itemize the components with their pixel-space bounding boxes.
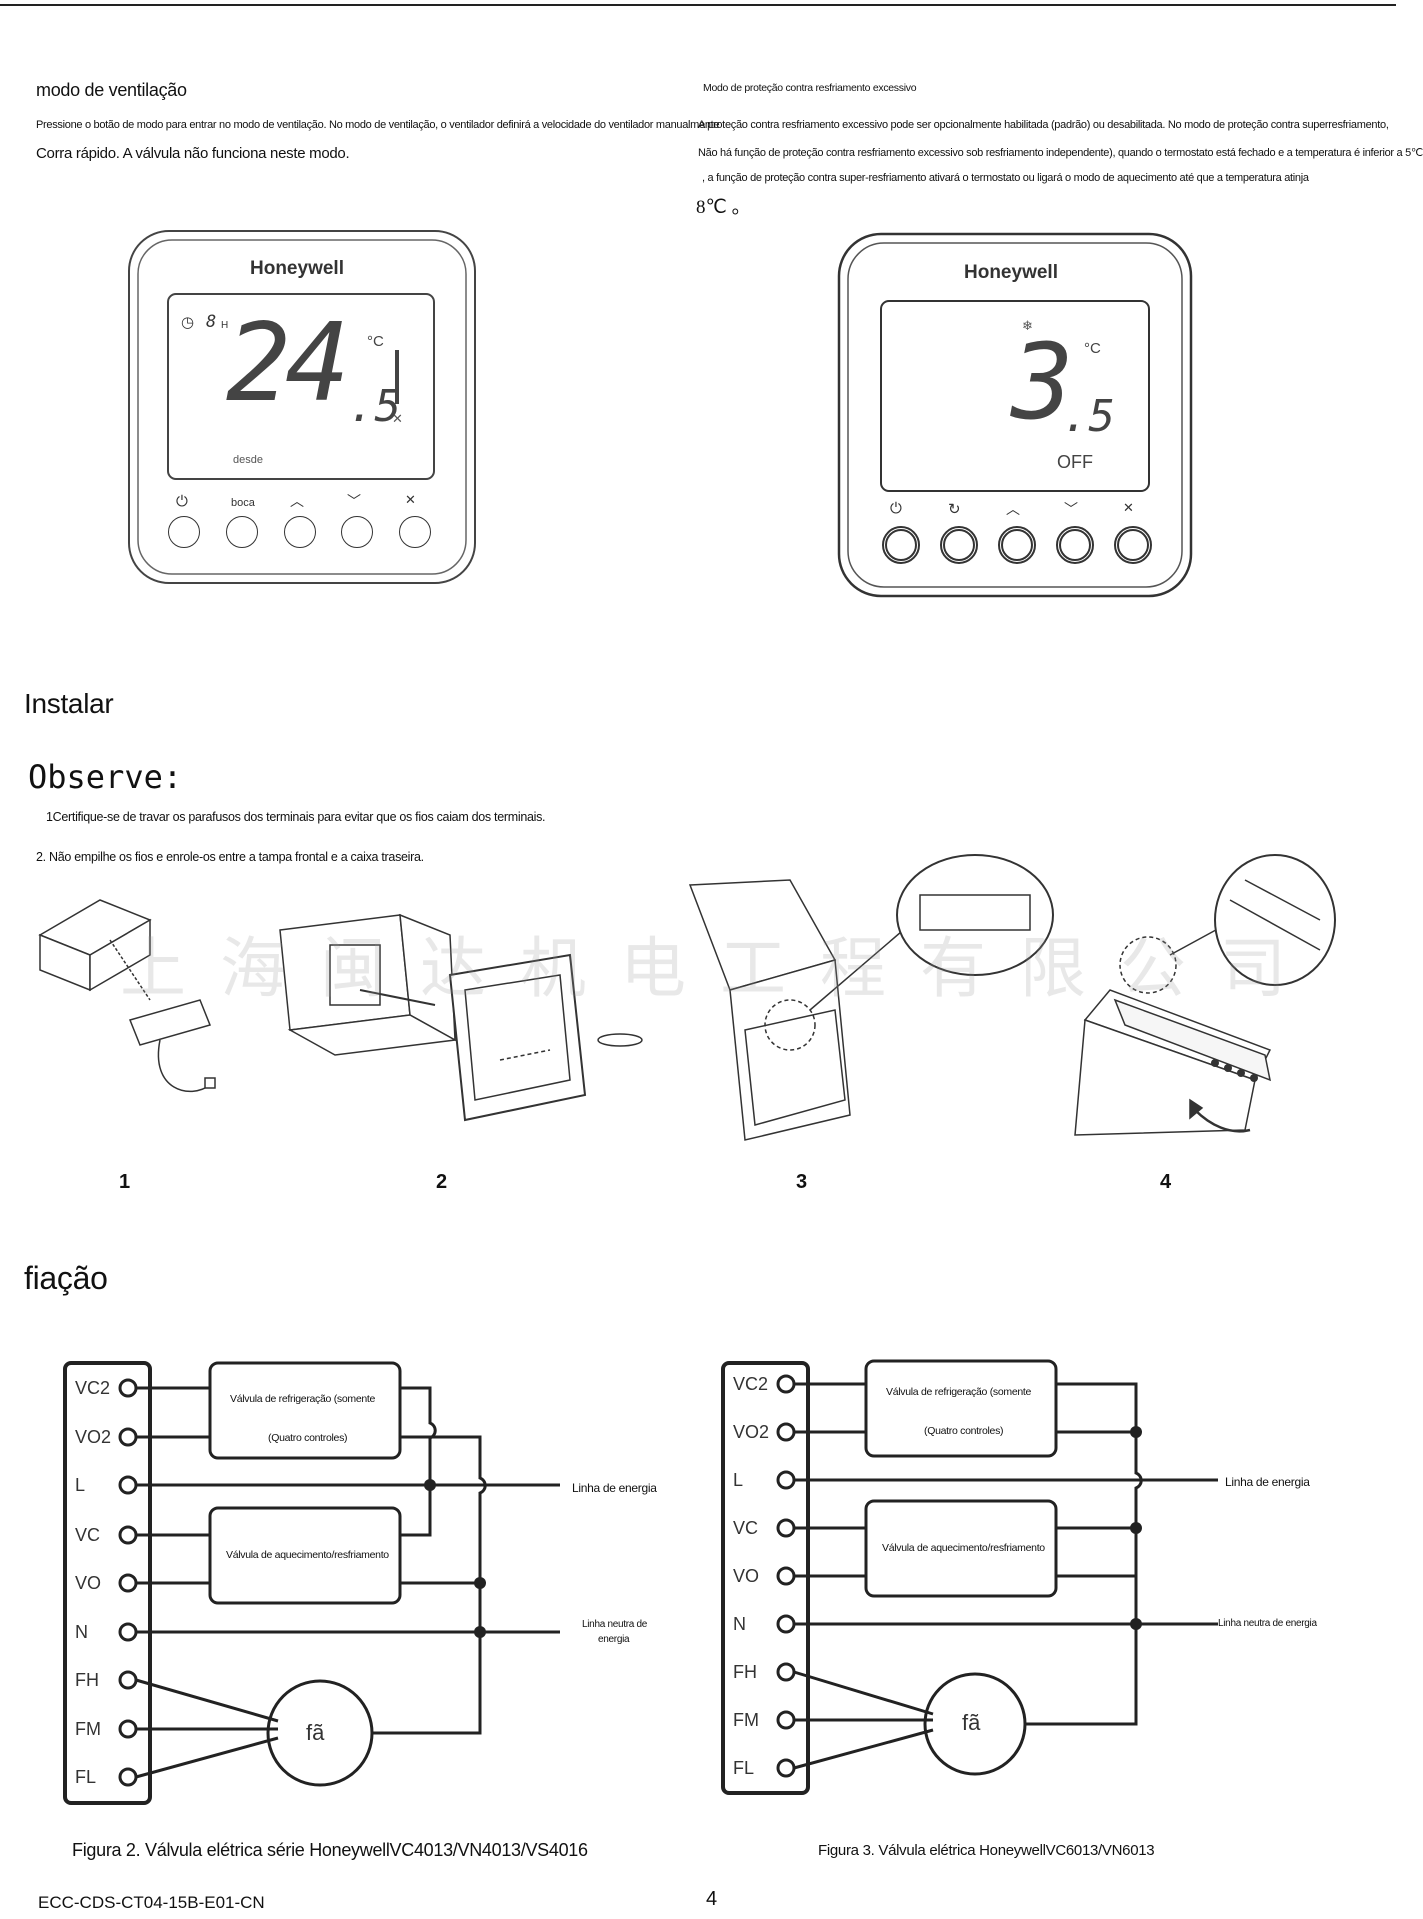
terminal-label: VO2 [733,1422,769,1442]
fig3-power-line-label: Linha de energia [1225,1475,1310,1489]
brand-logo-1: Honeywell [250,258,344,279]
step-2-label: 2 [436,1171,448,1193]
status-label: desde [233,454,263,466]
fan-icon: ✕ [392,411,403,426]
terminal-label: VO [733,1566,759,1586]
up-button[interactable] [284,516,316,548]
thermostat-overcool [837,232,1193,598]
mode-button-2[interactable] [940,526,978,564]
overcool-line1: A proteção contra resfriamento excessivo… [698,119,1389,131]
terminal-label: L [733,1470,743,1490]
fig3-caption: Figura 3. Válvula elétrica HoneywellVC60… [818,1842,1155,1859]
fig3-heat-valve-label: Válvula de aquecimento/resfriamento [882,1542,1045,1554]
page-number: 4 [706,1888,718,1910]
mode-button[interactable] [226,516,258,548]
terminal-label: FH [75,1670,99,1690]
fan-button[interactable] [399,516,431,548]
down-label-2: ﹀ [1064,501,1078,517]
thermostat-fan-mode [128,230,476,584]
fig2-fan-label: fã [306,1720,325,1745]
down-button[interactable] [341,516,373,548]
temperature-main: 24 [226,301,350,426]
brand-logo-2: Honeywell [964,262,1058,283]
fan-speed-bar-icon [395,350,399,404]
wiring-diagram-fig2: VC2 VO2 L VC VO N FH FM FL [63,1361,560,1805]
wiring-title: fiação [24,1260,108,1296]
overcool-line3: , a função de proteção contra super-resf… [702,172,1309,184]
fan-mode-line1: Pressione o botão de modo para entrar no… [36,119,720,131]
down-button-2[interactable] [1056,526,1094,564]
fig3-fan-label: fã [962,1710,981,1735]
fan-label-2: ✕ [1123,500,1134,515]
step-4-label: 4 [1160,1171,1172,1193]
timer-value: 8 [206,312,217,332]
timer-unit: H [221,320,229,331]
power-label-2: ⏻ [890,500,902,517]
mode-label: boca [231,497,255,509]
unit-celsius: °C [367,333,384,350]
snowflake-icon: ❄ [1022,318,1033,333]
terminal-label: N [733,1614,746,1634]
up-label: ︿ [290,493,304,509]
fig3-neutral-label: Linha neutra de energia [1218,1618,1317,1629]
fig2-heat-valve-label: Válvula de aquecimento/resfriamento [226,1549,389,1561]
terminal-label: FM [75,1719,101,1739]
temperature-decimal: .5 [348,381,401,432]
fan-mode-title: modo de ventilação [36,80,187,100]
installation-illustrations [38,854,1336,1141]
install-title: Instalar [24,688,114,719]
fig2-caption: Figura 2. Válvula elétrica série Honeywe… [72,1840,588,1860]
clock-icon: ◷ [181,314,195,331]
unit-celsius-2: °C [1084,340,1101,357]
observe-heading: Observe: [28,758,183,796]
mode-label-2: ↻ [948,501,961,518]
terminal-label: VC2 [733,1374,768,1394]
fig2-cooling-valve-label-1: Válvula de refrigeração (somente [230,1393,376,1405]
terminal-label: FM [733,1710,759,1730]
temperature-main-2: 3 [1011,321,1074,443]
terminal-label: VC2 [75,1378,110,1398]
step-3-label: 3 [796,1171,808,1193]
up-button-2[interactable] [998,526,1036,564]
power-button[interactable] [168,516,200,548]
terminal-label: L [75,1475,85,1495]
terminal-label: N [75,1622,88,1642]
top-rule [0,4,1396,6]
fig2-neutral-label-2: energia [598,1634,630,1645]
overcool-title: Modo de proteção contra resfriamento exc… [703,82,917,94]
down-label: ﹀ [347,493,361,509]
fig2-cooling-valve-label-2: (Quatro controles) [268,1432,348,1444]
fan-mode-line2: Corra rápido. A válvula não funciona nes… [36,145,350,162]
fig2-neutral-label-1: Linha neutra de [582,1619,648,1630]
terminal-label: VO2 [75,1427,111,1447]
up-label-2: ︿ [1006,501,1020,517]
temperature-decimal-2: .5 [1062,391,1115,442]
watermark: 上海闽达机电工程有限公司 [120,930,1320,1007]
document-code: ECC-CDS-CT04-15B-E01-CN [38,1893,265,1912]
fig3-cooling-valve-label-2: (Quatro controles) [924,1425,1004,1437]
terminal-label: FL [75,1767,96,1787]
power-button-2[interactable] [882,526,920,564]
fig2-power-line-label: Linha de energia [572,1481,657,1495]
power-label: ⏻ [176,493,188,510]
terminal-label: VO [75,1573,101,1593]
step-1-label: 1 [119,1171,131,1193]
terminal-label: FL [733,1758,754,1778]
overcool-line2: Não há função de proteção contra resfria… [698,147,1423,159]
install-note-2: 2. Não empilhe os fios e enrole-os entre… [36,850,424,864]
terminal-label: FH [733,1662,757,1682]
fan-button-2[interactable] [1114,526,1152,564]
fan-label: ✕ [405,492,416,507]
fig3-cooling-valve-label-1: Válvula de refrigeração (somente [886,1386,1032,1398]
terminal-label: VC [75,1525,100,1545]
install-note-1: 1Certifique-se de travar os parafusos do… [46,810,546,824]
status-off: OFF [1057,452,1093,472]
terminal-label: VC [733,1518,758,1538]
overcool-line4: 8℃ 。 [696,197,751,218]
wiring-diagram-fig3: VC2 VO2 L VC VO N FH FM FL [721,1359,1218,1795]
